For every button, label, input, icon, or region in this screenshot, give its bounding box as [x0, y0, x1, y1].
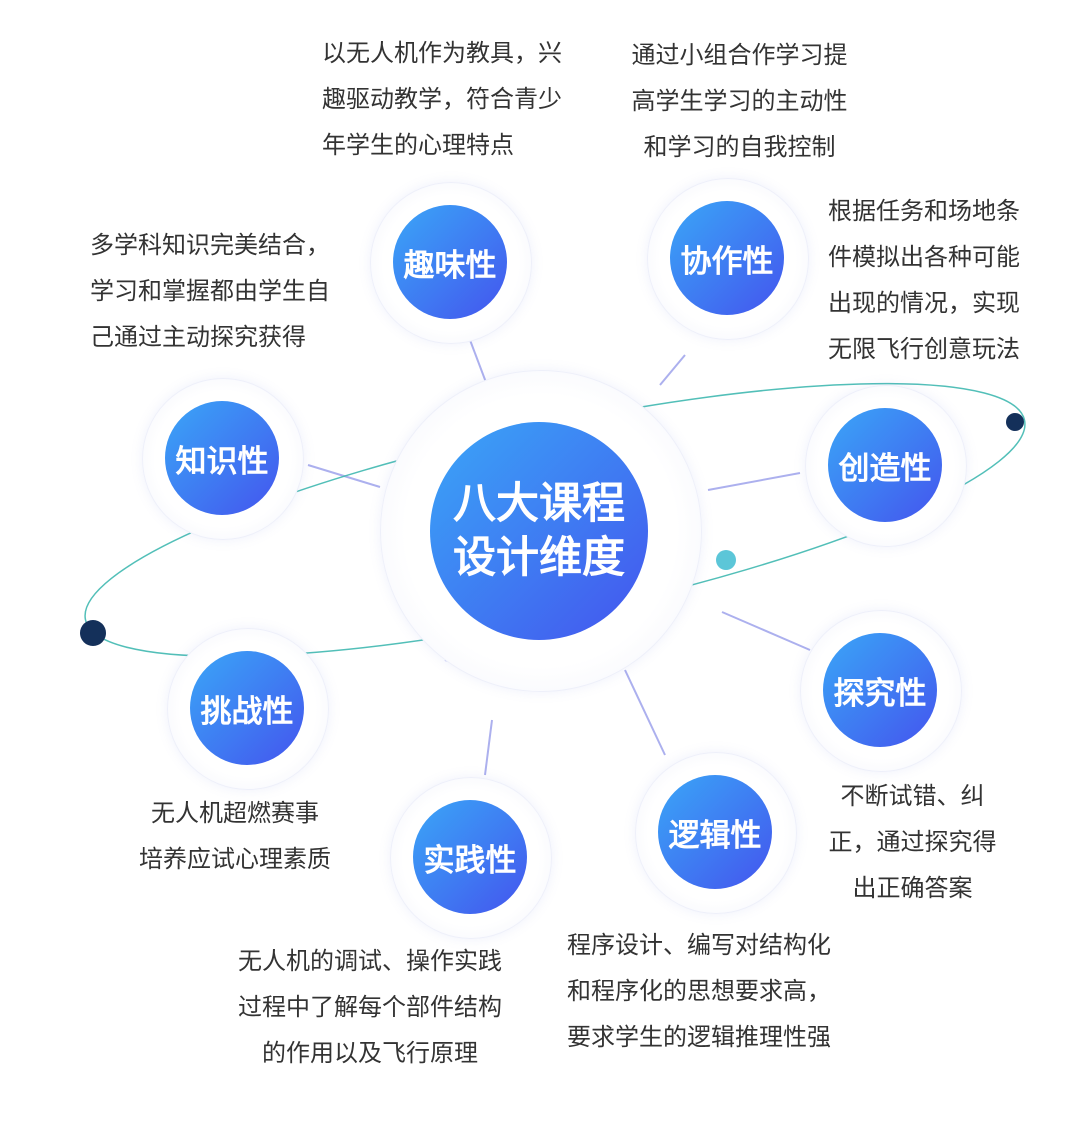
desc-line: 己通过主动探究获得	[90, 323, 306, 351]
desc-exploration: 不断试错、纠 正，通过探究得 出正确答案	[800, 773, 1025, 911]
node-label: 协作性	[680, 243, 774, 280]
center-title-line2: 设计维度	[453, 533, 625, 583]
desc-line: 无限飞行创意玩法	[828, 335, 1020, 363]
desc-line: 年学生的心理特点	[322, 131, 514, 159]
node-practice: 实践性	[413, 800, 527, 914]
node-exploration: 探究性	[823, 633, 937, 747]
node-collaboration: 协作性	[670, 201, 784, 315]
desc-logic: 程序设计、编写对结构化 和程序化的思想要求高， 要求学生的逻辑推理性强	[567, 922, 831, 1060]
desc-line: 培养应试心理素质	[139, 845, 331, 873]
desc-line: 出现的情况，实现	[828, 289, 1020, 317]
desc-line: 和学习的自我控制	[643, 133, 836, 161]
node-label: 创造性	[838, 450, 932, 487]
desc-line: 通过小组合作学习提	[631, 41, 848, 69]
center-circle: 八大课程 设计维度	[430, 422, 648, 640]
desc-collaboration: 通过小组合作学习提 高学生学习的主动性 和学习的自我控制	[612, 32, 867, 170]
node-label: 探究性	[833, 675, 927, 712]
node-label: 挑战性	[200, 693, 294, 730]
desc-line: 无人机超燃赛事	[151, 799, 319, 827]
desc-line: 程序设计、编写对结构化	[567, 931, 831, 959]
node-knowledge: 知识性	[165, 401, 279, 515]
desc-challenge: 无人机超燃赛事 培养应试心理素质	[110, 790, 360, 882]
desc-line: 多学科知识完美结合，	[90, 231, 330, 259]
desc-line: 趣驱动教学，符合青少	[322, 85, 562, 113]
node-creativity: 创造性	[828, 408, 942, 522]
node-label: 知识性	[175, 443, 269, 480]
desc-line: 不断试错、纠	[840, 782, 985, 810]
desc-line: 无人机的调试、操作实践	[238, 947, 502, 975]
node-challenge: 挑战性	[190, 651, 304, 765]
center-title-line1: 八大课程	[453, 479, 625, 529]
orbit-dot-middle	[716, 550, 736, 570]
desc-line: 以无人机作为教具，兴	[322, 39, 562, 67]
desc-creativity: 根据任务和场地条 件模拟出各种可能 出现的情况，实现 无限飞行创意玩法	[828, 188, 1020, 372]
node-label: 实践性	[423, 842, 517, 879]
orbit-dot-left	[80, 620, 106, 646]
desc-line: 过程中了解每个部件结构	[238, 993, 502, 1021]
node-fun: 趣味性	[393, 205, 507, 319]
desc-line: 正，通过探究得	[828, 828, 997, 856]
desc-line: 出正确答案	[852, 874, 973, 902]
desc-line: 高学生学习的主动性	[631, 87, 848, 115]
desc-line: 和程序化的思想要求高，	[567, 977, 831, 1005]
desc-fun: 以无人机作为教具，兴 趣驱动教学，符合青少 年学生的心理特点	[322, 30, 562, 168]
desc-line: 学习和掌握都由学生自	[90, 277, 330, 305]
orbit-dot-right	[1006, 413, 1024, 431]
node-label: 逻辑性	[668, 817, 762, 854]
node-label: 趣味性	[403, 247, 497, 284]
desc-line: 件模拟出各种可能	[828, 243, 1020, 271]
desc-line: 根据任务和场地条	[828, 197, 1020, 225]
desc-line: 的作用以及飞行原理	[262, 1039, 478, 1067]
desc-practice: 无人机的调试、操作实践 过程中了解每个部件结构 的作用以及飞行原理	[215, 938, 525, 1076]
desc-line: 要求学生的逻辑推理性强	[567, 1023, 831, 1051]
node-logic: 逻辑性	[658, 775, 772, 889]
desc-knowledge: 多学科知识完美结合， 学习和掌握都由学生自 己通过主动探究获得	[90, 222, 330, 360]
